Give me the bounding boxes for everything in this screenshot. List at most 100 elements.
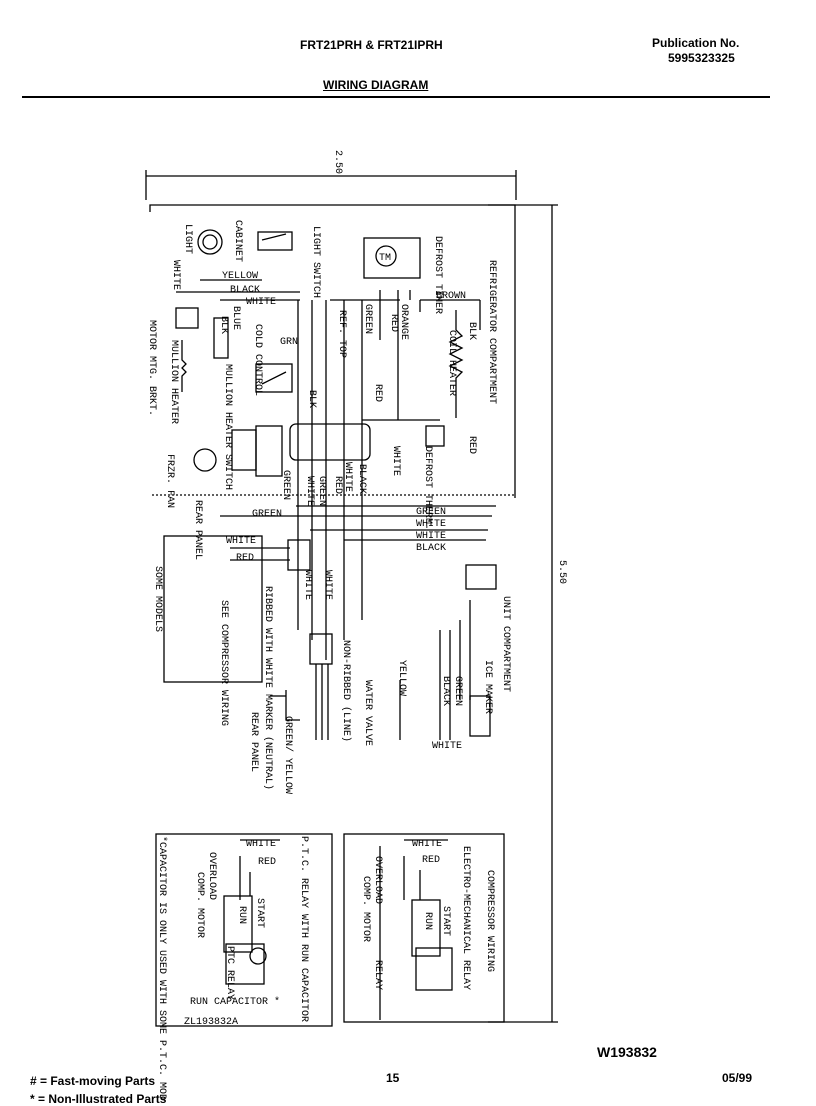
wire-label-red-2: RED <box>372 384 383 402</box>
ptc-inset-overload: OVERLOAD <box>206 852 217 900</box>
defrost-timer-box <box>363 237 421 279</box>
wire-label-yellow-2: YELLOW <box>396 660 407 696</box>
height-dimension-label: 5.50 <box>556 560 567 584</box>
wire-label-white-7: WHITE <box>416 531 446 542</box>
svg-text:TM: TM <box>379 253 391 264</box>
page-date: 05/99 <box>722 1071 753 1085</box>
wire-label-blue: BLUE <box>230 306 241 330</box>
emr-inset-subtitle: ELECTRO-MECHANICAL RELAY <box>460 846 471 990</box>
wire-label-black-2: BLACK <box>356 464 367 494</box>
wire-label-green-3: GREEN <box>280 470 291 500</box>
wire-label-red-5: RED <box>236 553 254 564</box>
emr-inset-run: RUN <box>422 912 433 930</box>
emr-inset-overload: OVERLOAD <box>372 856 383 904</box>
unit-connector <box>465 564 497 590</box>
page-number: 15 <box>386 1071 400 1085</box>
publication-block: Publication No. 5995323325 <box>652 36 739 66</box>
wire-label-white-5: WHITE <box>304 476 315 506</box>
mullion-heater-switch-label: MULLION HEATER SWITCH <box>222 364 233 490</box>
legend-fast-moving: # = Fast-moving Parts <box>30 1074 156 1088</box>
emr-inset-red: RED <box>422 855 440 866</box>
wire-label-green-2: GREEN <box>316 476 327 506</box>
ptc-inset-white: WHITE <box>246 839 276 850</box>
cold-control-box <box>255 363 293 393</box>
wire-label-white-8: WHITE <box>226 536 256 547</box>
wire-label-blk-2: BLK <box>466 322 477 340</box>
frzr-fan-label: FRZR. FAN <box>164 454 175 508</box>
legend-non-illustrated: * = Non-Illustrated Parts <box>30 1092 167 1106</box>
refrigerator-compartment-label: REFRIGERATOR COMPARTMENT <box>486 260 497 404</box>
harness-connector <box>289 423 371 461</box>
rear-panel-2-label: REAR PANEL <box>248 712 259 772</box>
defrost-therm-label: DEFROST THERM. <box>422 446 433 530</box>
ptc-inset-run: RUN <box>236 906 247 924</box>
light-switch-label: LIGHT SWITCH <box>310 226 321 298</box>
wire-label-white-3: WHITE <box>390 446 401 476</box>
wire-label-grn: GRN <box>280 337 298 348</box>
wire-label-red-3: RED <box>466 436 477 454</box>
ptc-inset-red: RED <box>258 857 276 868</box>
emr-inset-white: WHITE <box>412 839 442 850</box>
ptc-inset-title: P.T.C. RELAY WITH RUN CAPACITOR <box>298 836 309 1022</box>
ptc-inset-note: *CAPACITOR IS ONLY USED WITH SOME P.T.C.… <box>156 836 168 1100</box>
wire-label-orange: ORANGE <box>398 304 409 340</box>
ref-top-label: REF. TOP <box>336 310 347 358</box>
wire-label-white-6: WHITE <box>416 519 446 530</box>
defrost-timer-label: DEFROST TIMER <box>432 236 443 314</box>
refrigerator-boundary <box>149 204 516 498</box>
header-rule <box>22 96 770 98</box>
ptc-inset-code: ZL193832A <box>184 1017 238 1028</box>
wire-label-green-4: GREEN <box>252 509 282 520</box>
ptc-inset-comp-motor: COMP. MOTOR <box>194 872 205 938</box>
publication-number: 5995323325 <box>668 51 735 65</box>
emr-inset-start: START <box>440 906 451 936</box>
emr-inset-comp-motor: COMP. MOTOR <box>360 876 371 942</box>
width-dimension-label: 2.50 <box>332 150 343 174</box>
unit-compartment-label: UNIT COMPARTMENT <box>500 596 511 692</box>
light-bulb <box>197 229 223 255</box>
coil-heater-label: COIL HEATER <box>446 330 457 396</box>
wire-label-blk: BLK <box>218 316 229 334</box>
wire-label-white-4: WHITE <box>342 462 353 492</box>
wire-label-white-10: WHITE <box>322 570 333 600</box>
cabinet-label: CABINET <box>232 220 243 262</box>
wire-label-green-5: GREEN <box>416 507 446 518</box>
motor-mtg-brkt-label: MOTOR MTG. BRKT. <box>146 320 157 416</box>
freezer-fan-motor <box>193 448 217 472</box>
see-compressor-wiring-label: SEE COMPRESSOR WIRING <box>218 600 229 726</box>
wire-label-brown: BROWN <box>436 291 466 302</box>
wire-label-white: WHITE <box>170 260 181 290</box>
wire-label-white-2: WHITE <box>246 297 276 308</box>
ribbed-label: RIBBED WITH WHITE MARKER (NEUTRAL) <box>262 586 274 790</box>
wire-label-blk-3: BLK <box>306 390 317 408</box>
wire-label-red-4: RED <box>332 476 343 494</box>
non-ribbed-label: NON-RIBBED (LINE) <box>340 640 352 742</box>
compressor-reference-box <box>163 535 263 683</box>
ptc-inset-run-capacitor: RUN CAPACITOR * <box>190 996 280 1008</box>
some-models-label: SOME MODELS <box>152 566 163 632</box>
green-yellow-label: GREEN/ YELLOW <box>282 716 294 794</box>
cold-control-label: COLD CONTROL <box>252 324 263 396</box>
electro-mechanical-relay-inset <box>343 833 505 1023</box>
ptc-inset-start: START <box>254 898 265 928</box>
model-title: FRT21PRH & FRT21IPRH <box>300 38 443 52</box>
diagram-code: W193832 <box>597 1044 657 1060</box>
wire-label-black: BLACK <box>230 285 260 296</box>
page-title: WIRING DIAGRAM <box>323 78 429 92</box>
publication-label: Publication No. <box>652 36 740 50</box>
ptc-inset-ptc-relay: PTC RELAY <box>224 946 235 1000</box>
rear-panel-label: REAR PANEL <box>192 500 203 560</box>
compressor-connector <box>287 539 311 571</box>
wire-label-red: RED <box>388 314 399 332</box>
water-valve-label: WATER VALVE <box>362 680 373 746</box>
emr-inset-title: COMPRESSOR WIRING <box>484 870 495 972</box>
light-label: LIGHT <box>182 224 193 254</box>
wire-label-black-3: BLACK <box>416 543 446 554</box>
wire-label-green: GREEN <box>362 304 373 334</box>
wire-label-yellow: YELLOW <box>222 271 258 282</box>
wire-label-white-11: WHITE <box>432 741 462 752</box>
mullion-heater-label: MULLION HEATER <box>168 340 179 424</box>
ptc-relay-inset <box>155 833 333 1027</box>
wire-label-green-6: GREEN <box>452 676 463 706</box>
